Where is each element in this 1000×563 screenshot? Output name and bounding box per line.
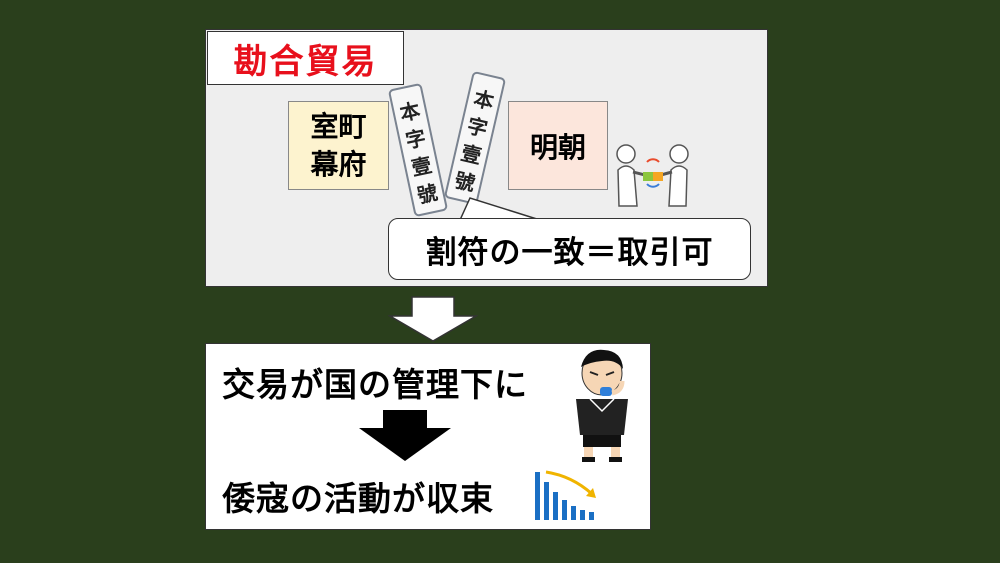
muromachi-label-1: 室町 (310, 109, 367, 143)
tally-left-char: 壹 (409, 152, 434, 181)
callout-tail (459, 197, 541, 221)
tally-right-char: 字 (465, 113, 490, 142)
result-line-1: 交易が国の管理下に (222, 365, 528, 404)
tally-left-char: 字 (403, 125, 428, 154)
muromachi-label-2: 幕府 (310, 147, 367, 181)
tally-right-char: 號 (452, 167, 478, 196)
page-title: 勘合貿易 (207, 31, 404, 85)
tally-right-char: 本 (471, 86, 497, 114)
tally-right-char: 壹 (458, 140, 484, 169)
black-down-arrow-icon (359, 410, 451, 461)
muromachi-box: 室町 幕府 (288, 101, 389, 190)
result-line-2: 倭寇の活動が収束 (222, 479, 494, 518)
handshake-trade-icon (616, 144, 689, 207)
referee-whistle-icon (576, 349, 628, 462)
callout-bubble: 割符の一致＝取引可 (388, 218, 751, 280)
down-arrow-icon (388, 296, 478, 342)
tally-left-char: 本 (397, 98, 423, 126)
declining-bar-chart-icon (535, 470, 596, 520)
tally-left-char: 號 (415, 180, 440, 208)
ming-box: 明朝 (508, 101, 608, 190)
